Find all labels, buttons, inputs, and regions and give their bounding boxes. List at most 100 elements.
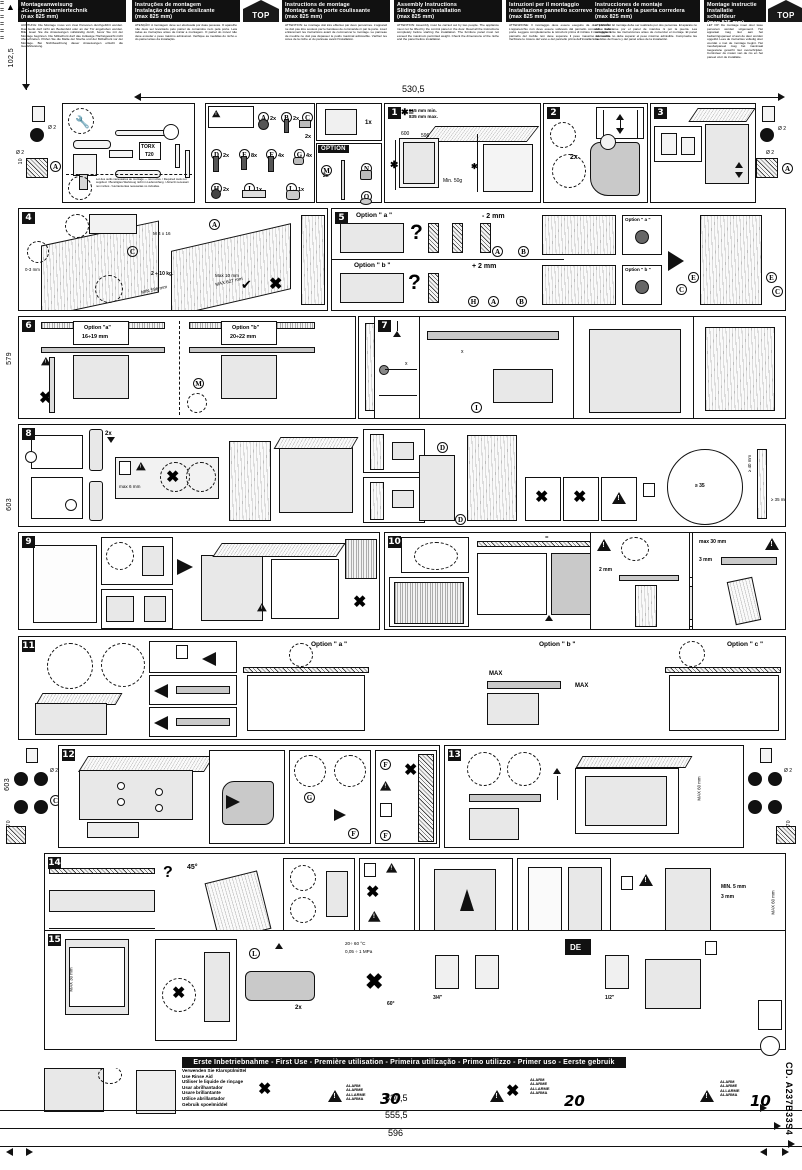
first-use-cross-2: ✖: [506, 1083, 520, 1100]
step-11-detail-box-3: [149, 707, 237, 737]
step-9-detail-a: [101, 537, 173, 585]
step-6-panel: 6 Option "a" 16÷19 mm ✖ Option "b" 20÷22…: [18, 316, 356, 419]
torx-badge: TORX T20: [139, 142, 161, 160]
cabinet-right-illustration: [483, 144, 533, 192]
step-12-part-circle-f: F: [348, 828, 359, 839]
footer-line-c: [0, 1146, 802, 1147]
footer-eq-c-left: =: [0, 28, 5, 35]
step-15-thread: 3/4": [433, 995, 443, 1001]
step-5-ref-c-left: C: [676, 279, 687, 297]
part-qty-b: 2x: [293, 116, 300, 122]
pliers-icon: [109, 150, 133, 158]
step-15-panel: 15 MAX 30 mm ✖ L 2x ✖ 20÷ 60 °C 0,05 ÷ 1…: [44, 930, 786, 1050]
footer-arrow-right-a: [26, 1148, 33, 1156]
step-6-option-a-range: 16÷19 mm: [82, 334, 109, 340]
footer-eq-a-right: =: [0, 7, 5, 14]
step-7-bottom-line: [379, 395, 417, 396]
first-use-appliance: [44, 1068, 104, 1112]
step-12-warning-detail: F ✖ F: [375, 750, 437, 844]
step-5-part-circle-c-left: C: [676, 284, 687, 295]
step-10-door-center: [551, 553, 597, 615]
ce-mark: [760, 1036, 780, 1056]
step-15-detail-a: ✖: [155, 939, 237, 1041]
step-4-number: 4: [22, 212, 35, 224]
step-6-option-a-label: Option "a": [84, 325, 111, 331]
step-11-cabinet-body: [35, 703, 107, 735]
footer-line-b: [0, 1128, 802, 1129]
part-image-l: [286, 190, 300, 200]
header-line3-de: (max 825 mm): [21, 14, 59, 21]
step-5-part-circle-b: B: [518, 246, 529, 257]
step-7-container: 7 x x I: [374, 316, 786, 419]
step-1-dim-596: 596: [421, 133, 430, 139]
part-item-c: C2x: [299, 107, 314, 143]
footer-eq-c-right: =: [0, 35, 5, 42]
step-4-weight: 2 ÷ 10 kg.: [151, 271, 174, 277]
step-3-drill-dia2: Ø 2: [766, 150, 775, 156]
step-11-option-b-label: Option " b ": [539, 641, 576, 648]
header-title-it: Istruzioni per il montaggio Installazion…: [506, 0, 614, 22]
step-15-appliance-door: [69, 947, 125, 1007]
step-5-part-circle-e-right: E: [766, 272, 777, 283]
step-15-tap-1: [435, 955, 459, 989]
step-11-max-b: MAX: [575, 683, 589, 689]
step-12-part-circle-f3: F: [380, 830, 391, 841]
step-5-detail-b-label: Option " b ": [625, 267, 651, 272]
step-10-equal-left: =: [545, 535, 549, 541]
step-9-detail-part-c: [144, 596, 166, 622]
step-14-worktop: [49, 868, 155, 874]
house-roof-icon: [243, 0, 279, 9]
step-11-rail-opt-b: [487, 681, 561, 689]
step-2-panel: 2 2x: [543, 103, 648, 203]
step-10-gap-3mm: 3 mm: [699, 557, 713, 563]
drill-body: [73, 154, 97, 176]
step-11-arrow-b: [154, 716, 168, 730]
step-2-qty: 2x: [570, 154, 578, 161]
step-8-detail-bottom: [363, 477, 425, 523]
step-12-panel: 12 G F F ✖: [58, 745, 440, 848]
part-image-e: [241, 156, 247, 170]
house-roof-icon-right: [768, 0, 802, 9]
first-use-line-4: Usar abrilhantador: [182, 1084, 223, 1090]
dimension-left-top: 102,5: [8, 48, 15, 68]
step-3-wood-section: [756, 158, 778, 178]
step-8-appliance-top: [273, 437, 359, 449]
header-line2-it: Installazione pannello scorrevole: [509, 8, 598, 15]
header-body-de: ACHTUNG: Die Montage muss von zwei Perso…: [21, 23, 123, 48]
step-8-right-dim-1: ≥ 40 mm: [747, 454, 753, 473]
step-10-gap-bar-b: [721, 557, 777, 565]
step-8-zoom-circle: [667, 449, 743, 525]
header-line2-de: Schleppscharniertechnik: [21, 8, 88, 15]
step-7-dim-x: x: [405, 361, 408, 367]
step-9-detail-circle-a: [106, 542, 134, 570]
part-image-n: [360, 170, 372, 180]
header-line3-es: (max 825 mm): [595, 14, 633, 21]
dimension-left-603: 603: [6, 498, 13, 511]
step-5-detail-b-screw: [635, 280, 649, 294]
step-4-part-circle-a: A: [209, 219, 220, 230]
step-8-forbid-3: [601, 477, 637, 521]
step-6-divider: [179, 321, 180, 415]
step-11-cabinet-a: [247, 675, 365, 731]
step-3-detail-part: [661, 133, 677, 155]
part-image-m: [341, 160, 345, 200]
step-5-detail-a-label: Option " a ": [625, 217, 651, 222]
step-8-forbid-cross-2: ✖: [573, 489, 587, 506]
step-1-number: 1: [388, 107, 401, 119]
step-8-right-wall: [757, 449, 767, 519]
step-15-ref-l: L: [249, 943, 260, 961]
step-5-part-circle-c-right: C: [772, 286, 783, 297]
step-13-door: [585, 776, 667, 826]
top-badge-label: TOP: [243, 9, 279, 22]
header-block-pt: Instruções de montagem Instalação da por…: [132, 0, 240, 42]
part-qty-f: 4x: [278, 153, 285, 159]
step-9-cross: ✖: [353, 594, 367, 611]
header-line1-it: Istruzioni per il montaggio: [509, 2, 580, 8]
step-5-panel: 5 Option " a " Option " b " ? ? - 2 mm +…: [331, 208, 786, 311]
footer-arrow-a: [760, 1104, 767, 1112]
dimension-niche-depth: 530,5: [402, 84, 425, 94]
header-line1-fr: Instructions de montage: [285, 2, 350, 8]
step-10-gap-2mm: 2 mm: [599, 567, 613, 573]
step-15-detail-part: [204, 952, 230, 1022]
